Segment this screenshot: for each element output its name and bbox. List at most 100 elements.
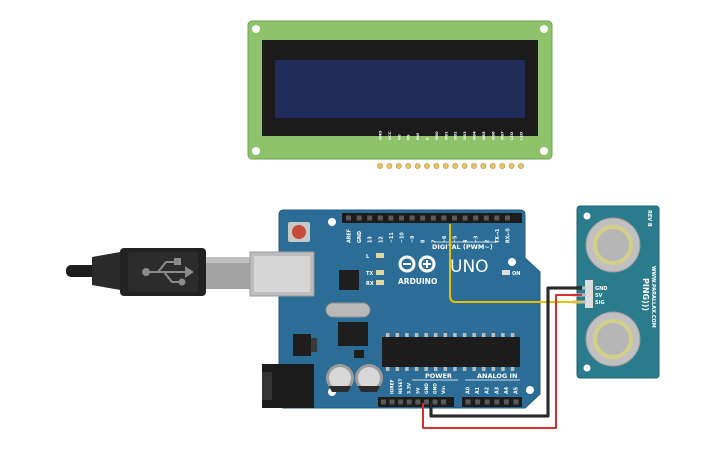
chip-pin — [453, 333, 457, 337]
lcd-pin[interactable] — [471, 163, 477, 169]
chip-pin — [405, 367, 409, 371]
lcd-pin-label: RW — [415, 132, 420, 140]
lcd-pin[interactable] — [377, 163, 383, 169]
power-pin-label: IOREF — [390, 379, 396, 394]
lcd-pin[interactable] — [405, 163, 412, 169]
small-chip — [338, 322, 368, 346]
chip-pin — [443, 333, 448, 337]
chip-pin — [472, 367, 476, 371]
power-pin-label: 3.3V — [407, 382, 413, 394]
arduino-brand: ARDUINO — [398, 277, 437, 286]
nc-pin-socket — [381, 399, 386, 405]
chip-pin — [510, 333, 515, 337]
on-led-label: ON — [512, 271, 520, 277]
digital-pin-socket[interactable] — [473, 215, 479, 221]
lcd-pin[interactable] — [395, 163, 402, 169]
chip-pin — [462, 333, 467, 337]
lcd-pin[interactable] — [424, 163, 430, 169]
chip-pin — [501, 367, 505, 371]
digital-pin-socket[interactable] — [346, 215, 351, 221]
arduino-mount-hole — [526, 386, 534, 394]
wire-signal[interactable] — [449, 224, 582, 303]
power-pin-socket[interactable] — [432, 399, 438, 405]
digital-pin-socket[interactable] — [441, 215, 447, 221]
power-pin-socket[interactable] — [398, 399, 404, 405]
power-pin-socket[interactable] — [389, 399, 395, 405]
reset-button[interactable] — [292, 225, 306, 239]
power-pin-socket[interactable] — [441, 399, 447, 405]
power-pin-socket[interactable] — [406, 399, 412, 405]
lcd-pin[interactable] — [518, 163, 524, 169]
lcd-mount-hole — [540, 25, 548, 33]
on-led — [502, 270, 510, 275]
digital-pin-label: ~9 — [410, 235, 416, 243]
lcd-pin[interactable] — [414, 163, 421, 169]
analog-pin-socket[interactable] — [475, 399, 481, 405]
lcd-pin-label: GND — [378, 131, 383, 140]
status-led — [376, 270, 384, 275]
digital-pin-socket[interactable] — [462, 215, 468, 221]
arduino-usb-port-inner — [254, 256, 310, 292]
wire-ground[interactable] — [430, 287, 582, 417]
ping-pin-label: GND — [595, 286, 607, 292]
digital-pin-label: GND — [357, 231, 363, 243]
digital-pin-socket[interactable] — [494, 215, 500, 221]
digital-pin-socket[interactable] — [409, 215, 415, 221]
lcd-pin[interactable] — [461, 163, 468, 169]
ping-transducer-bottom — [585, 311, 641, 367]
wire-power[interactable] — [422, 294, 582, 429]
capacitor — [355, 364, 383, 392]
digital-pin-socket[interactable] — [399, 215, 404, 221]
usb-symbol-icon — [142, 258, 194, 286]
digital-pin-socket[interactable] — [420, 215, 426, 221]
lcd-pin[interactable] — [386, 163, 393, 169]
analog-pin-socket[interactable] — [503, 399, 509, 405]
bottom-header-sockets — [381, 399, 519, 405]
analog-pin-socket[interactable] — [465, 399, 471, 405]
power-pin-socket[interactable] — [423, 399, 429, 405]
digital-pin-socket[interactable] — [483, 215, 489, 221]
digital-pin-socket[interactable] — [377, 215, 383, 221]
analog-header — [462, 397, 522, 407]
lcd-pin[interactable] — [480, 163, 487, 169]
power-pin-label: RESET — [398, 378, 404, 394]
status-led — [376, 280, 384, 285]
lcd-pin-label: V0 — [396, 134, 401, 140]
digital-pin-label: 4 — [463, 239, 469, 243]
analog-pin-socket[interactable] — [494, 399, 500, 405]
analog-pin-label: A4 — [504, 386, 510, 394]
digital-pin-socket[interactable] — [356, 215, 362, 221]
analog-pin-socket[interactable] — [513, 399, 519, 405]
usb-cable[interactable] — [66, 248, 250, 296]
lcd-pin-label: LED — [509, 132, 514, 140]
digital-pin-socket[interactable] — [388, 215, 394, 221]
arduino-model: UNO — [450, 257, 489, 277]
chip-pin — [510, 367, 515, 371]
analog-pin-label: A1 — [475, 387, 481, 394]
chip-pin — [443, 367, 448, 371]
digital-header-sockets — [346, 215, 510, 221]
chip-pin — [395, 367, 400, 371]
digital-pin-socket[interactable] — [505, 215, 510, 221]
capacitor — [326, 364, 354, 392]
lcd-pin[interactable] — [499, 163, 506, 169]
power-pin-socket[interactable] — [415, 399, 421, 405]
analog-pin-label: A5 — [514, 387, 520, 394]
lcd-pin[interactable] — [433, 163, 440, 169]
chip-pin — [482, 333, 486, 337]
atmega-chip — [382, 337, 520, 367]
arduino-mount-hole — [328, 218, 336, 226]
digital-pin-socket[interactable] — [452, 215, 457, 221]
lcd-pin[interactable] — [489, 163, 496, 169]
lcd-pin[interactable] — [452, 163, 459, 169]
lcd-pin[interactable] — [508, 163, 515, 169]
lcd-pin[interactable] — [442, 163, 449, 169]
digital-pin-socket[interactable] — [367, 215, 373, 221]
digital-pin-socket[interactable] — [430, 215, 436, 221]
analog-pin-socket[interactable] — [484, 399, 490, 405]
